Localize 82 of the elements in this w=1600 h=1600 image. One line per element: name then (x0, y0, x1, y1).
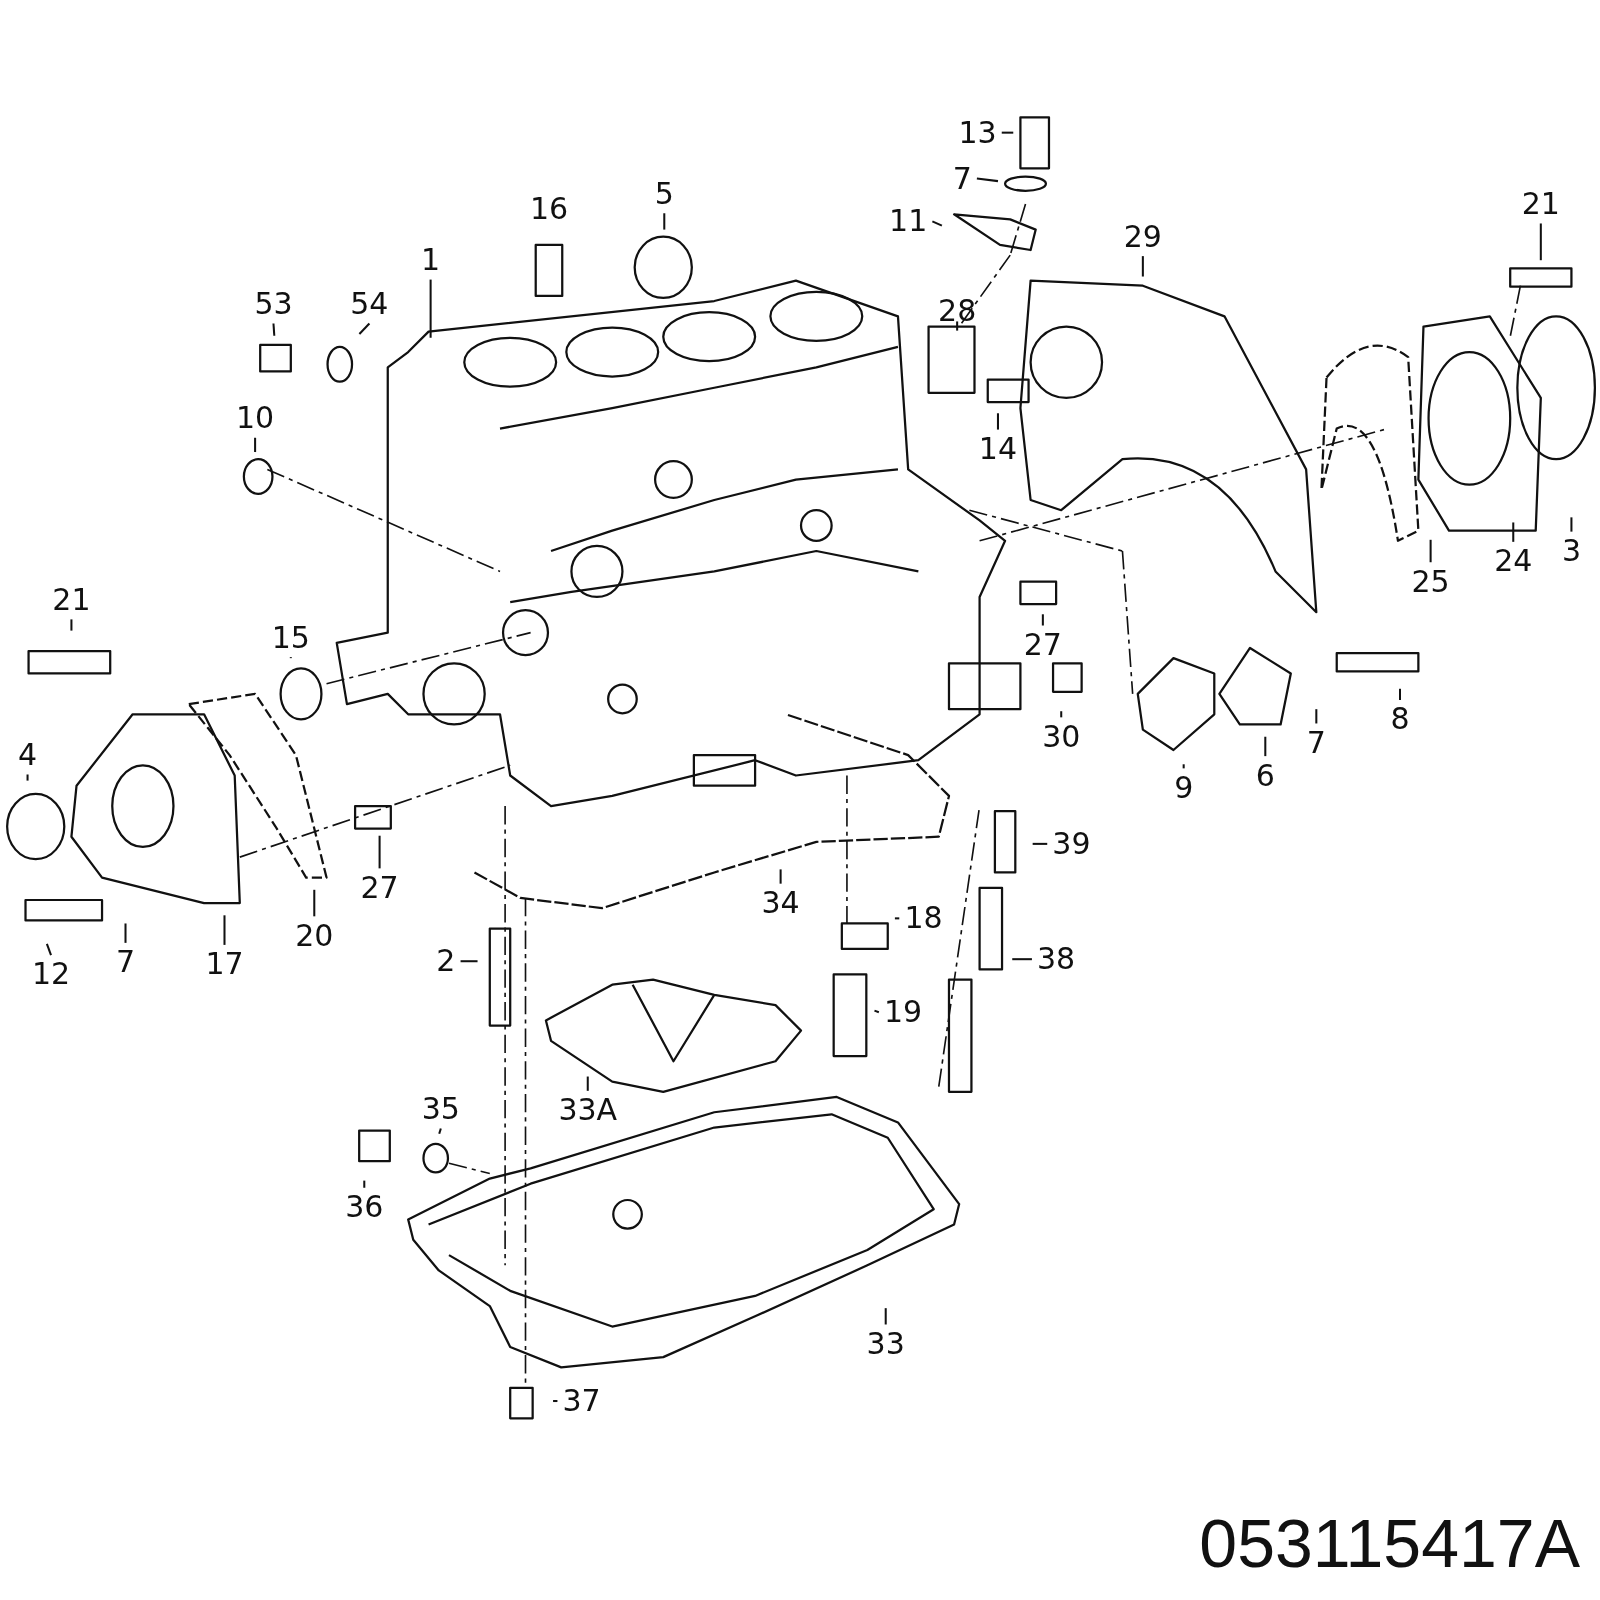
leader-line (45, 943, 52, 956)
leader-line (26, 774, 29, 781)
callout-number: 29 (1123, 219, 1162, 254)
callout-number: 30 (1042, 719, 1081, 754)
callout-number: 7 (1306, 725, 1326, 760)
leader-line (313, 889, 316, 917)
leader-line (884, 1308, 887, 1325)
callout-number: 33 (866, 1326, 905, 1361)
callout-number: 13 (958, 115, 997, 150)
leader-line (779, 869, 782, 884)
leader-line (1041, 614, 1044, 626)
callout-number: 35 (421, 1092, 460, 1127)
leader-line (1429, 539, 1432, 563)
callout-number: 39 (1052, 826, 1091, 861)
callout-number: 8 (1390, 702, 1410, 737)
leader-line (272, 323, 276, 336)
leader-line (460, 960, 478, 963)
leader-line (874, 1009, 880, 1014)
callout-number: 53 (254, 287, 293, 322)
leader-line (553, 1400, 558, 1403)
callout-number: 9 (1174, 770, 1194, 805)
callout-number: 7 (115, 945, 136, 980)
leader-line (289, 657, 292, 659)
leader-line (70, 619, 73, 631)
callout-number: 11 (889, 204, 928, 239)
callout-number: 14 (978, 431, 1018, 466)
leader-line (1141, 256, 1144, 277)
callout-number: 17 (205, 947, 244, 982)
leader-line (1399, 688, 1401, 700)
leader-line (124, 923, 127, 943)
leader-line (586, 1076, 589, 1091)
leader-line (1001, 131, 1014, 134)
leader-line (1512, 522, 1515, 542)
leader-line (363, 1180, 366, 1188)
leader-line (1012, 958, 1032, 961)
leader-line (996, 413, 999, 430)
leader-line (1570, 517, 1573, 532)
leader-line (931, 220, 943, 227)
callout-number: 2 (436, 944, 456, 979)
leader-line (1182, 764, 1185, 769)
callout-number: 33A (558, 1093, 618, 1128)
callout-number: 10 (236, 401, 275, 436)
callout-number: 16 (529, 192, 569, 227)
leader-line (378, 835, 381, 869)
part-number: 053115417A (1199, 1505, 1580, 1582)
leader-line (1315, 709, 1318, 724)
callout-number: 3 (1561, 534, 1581, 568)
callout-number: 54 (350, 287, 389, 322)
callout-number: 1 (421, 243, 441, 278)
leader-line (254, 437, 257, 453)
callout-number: 15 (271, 620, 310, 655)
callout-number: 7 (952, 161, 972, 196)
callout-number: 27 (360, 870, 399, 905)
leader-line (1032, 842, 1048, 845)
leader-line (1060, 711, 1063, 718)
leader-line (438, 1128, 442, 1134)
callout-number: 20 (295, 918, 334, 953)
callout-number: 38 (1037, 942, 1076, 977)
callout-number: 25 (1411, 564, 1450, 599)
leader-line (223, 915, 226, 945)
callout-number: 18 (904, 901, 943, 936)
callout-number: 27 (1023, 627, 1062, 662)
callout-number: 24 (1494, 544, 1533, 579)
callout-number: 5 (654, 176, 674, 211)
callout-number: 37 (562, 1384, 601, 1418)
callout-number: 28 (938, 294, 977, 329)
leader-line (358, 322, 371, 335)
callout-number: 4 (18, 738, 38, 773)
leader-line (429, 279, 432, 338)
leader-line (894, 917, 900, 920)
leader-line (956, 321, 959, 331)
callout-number: 34 (761, 886, 800, 921)
callout-number: 36 (345, 1190, 384, 1225)
leader-line (1539, 223, 1542, 261)
callout-number: 21 (52, 583, 91, 617)
callout-number: 19 (883, 995, 923, 1030)
leader-line (663, 213, 666, 230)
leader-line (976, 177, 999, 183)
callout-number: 12 (31, 957, 71, 992)
leader-line (1264, 736, 1267, 757)
callout-number: 21 (1521, 187, 1560, 222)
callout-number: 6 (1255, 758, 1275, 793)
